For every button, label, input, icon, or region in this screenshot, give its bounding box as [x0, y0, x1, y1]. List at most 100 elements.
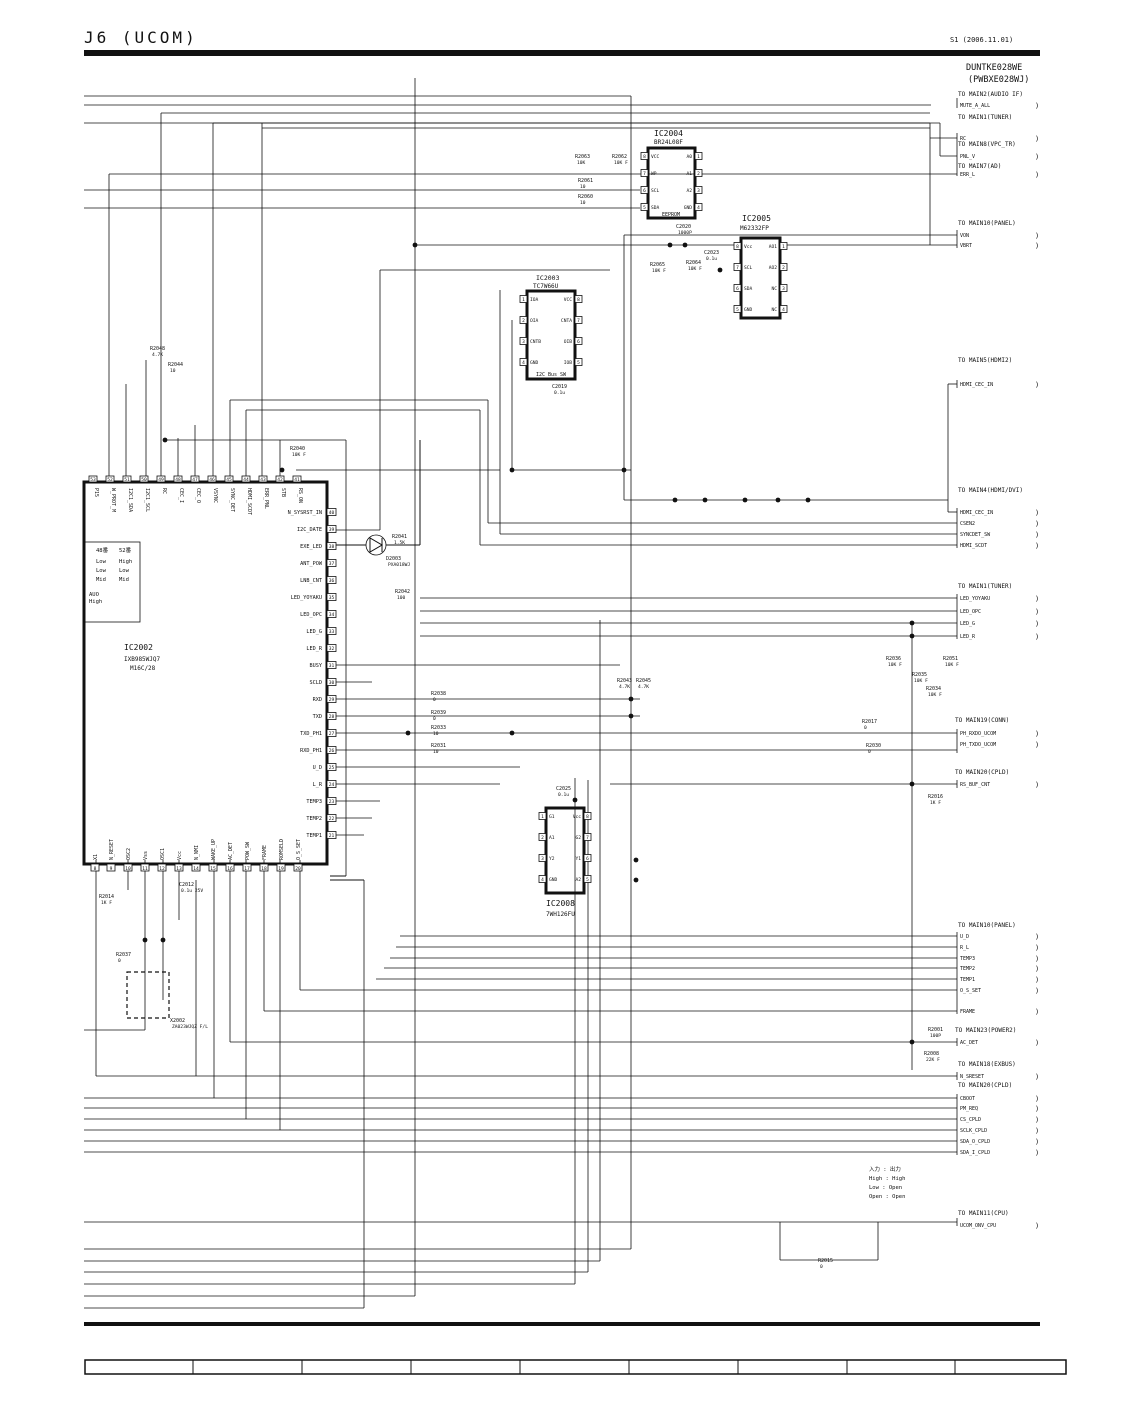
pin-name: Vcc — [177, 851, 183, 860]
pin-name: LED_YOYAKU — [291, 595, 322, 601]
component-value: 0.1u 25V — [181, 888, 203, 894]
pin-number: 1 — [522, 297, 525, 303]
ic2004-right-pin — [694, 186, 703, 194]
pin-number: 41 — [294, 477, 300, 483]
component-ref: R2030 — [866, 743, 881, 749]
pin-number: 3 — [697, 188, 700, 194]
connector-terminal: ) — [1035, 509, 1039, 517]
pin-number: 24 — [329, 782, 335, 788]
ic2008-right-pin — [583, 854, 592, 862]
component-ref: R2040 — [290, 446, 305, 452]
pin-number: 2 — [782, 265, 785, 271]
ic2002-right-pin — [326, 525, 337, 533]
pin-name: OIB — [564, 339, 573, 345]
ic2002-right-pin — [326, 678, 337, 686]
ic2002-right-pin — [326, 729, 337, 737]
component-value: 10 — [580, 184, 586, 190]
pin-number: 3 — [522, 339, 525, 345]
connector-signal: O_S_SET — [960, 988, 981, 994]
ic2002-bottom-pin — [174, 863, 184, 872]
connector-signal: FRAME — [960, 1009, 975, 1015]
connector-terminal: ) — [1035, 171, 1039, 179]
component-ref: R2051 — [943, 656, 958, 662]
mode-table-cell: Mid — [119, 577, 129, 583]
ic2002-right-pin — [326, 644, 337, 652]
connector-terminal: ) — [1035, 542, 1039, 550]
connector-signal: LED_G — [960, 621, 975, 627]
pin-name: SCL — [744, 265, 753, 271]
component-value: 10 — [433, 731, 439, 737]
connector-signal: HDMI_CEC_IN — [960, 382, 993, 388]
pin-name: GND — [684, 205, 693, 211]
ic2002-top-pin — [105, 475, 115, 483]
ic2008-left-pin — [538, 875, 547, 883]
ic2002-right-pin — [326, 814, 337, 822]
ic2002-right-pin — [326, 576, 337, 584]
ic2008-right-pin — [583, 875, 592, 883]
pin-number: 53 — [90, 477, 96, 483]
pin-number: 38 — [329, 544, 335, 550]
pin-name: AO1 — [769, 244, 778, 250]
connector-signal: MUTE_A_ALL — [960, 103, 990, 109]
ic2005-right-pin — [779, 305, 788, 313]
pin-number: 8 — [586, 814, 589, 820]
ic2002-top-pin — [139, 475, 149, 483]
ic2002-right-pin — [326, 763, 337, 771]
pin-name: TEMP2 — [306, 816, 322, 822]
ic2002-bottom-pin — [123, 863, 133, 872]
connector-signal: VON — [960, 233, 969, 239]
pin-name: N_SYSRST_IN — [288, 510, 322, 516]
mode-table-header: 52番 — [119, 547, 132, 554]
pin-name: Vcc — [573, 814, 582, 820]
connector-terminal: ) — [1035, 730, 1039, 738]
connector-signal: LED_OPC — [960, 609, 981, 615]
pin-number: 43 — [260, 477, 266, 483]
ic2005-part: M62332FP — [740, 225, 769, 232]
pin-name: SDA — [651, 205, 660, 211]
connector-signal: SYNCDET_SW — [960, 532, 991, 538]
component-ref: C2023 — [704, 250, 719, 256]
ic2005-left-pin — [733, 284, 742, 292]
pin-number: 29 — [329, 697, 335, 703]
ic2003-right-pin — [574, 358, 583, 366]
horizontal-nets — [84, 112, 957, 1261]
connector-terminal: ) — [1035, 944, 1039, 952]
ic2008-left-pin — [538, 812, 547, 820]
pin-name: SYNC_DET — [229, 488, 235, 512]
pin-number: 6 — [643, 188, 646, 194]
connector-terminal: ) — [1035, 1008, 1039, 1016]
component-ref: R2035 — [912, 672, 927, 678]
connector-terminal: ) — [1035, 987, 1039, 995]
connector-signal: CSEN2 — [960, 521, 975, 527]
pin-number: 16 — [227, 866, 233, 872]
pin-number: 19 — [278, 866, 284, 872]
connector-signal: PH_TXDO_UCOM — [960, 742, 996, 748]
connector-signal: N_SRESET — [960, 1074, 984, 1080]
pin-number: 30 — [329, 680, 335, 686]
ic2002-bottom-pin — [140, 863, 150, 872]
ic2004-left-pin — [640, 169, 649, 177]
pin-name: W_PROT_M — [110, 488, 116, 512]
revision-label: S1 (2006.11.01) — [950, 36, 1014, 44]
ic2002-body — [82, 480, 329, 866]
pin-name: NC — [771, 307, 777, 313]
pin-name: A2 — [575, 877, 581, 883]
component-ref: R2048 — [150, 346, 165, 352]
pin-name: TEMP1 — [306, 833, 322, 839]
pin-number: 2 — [522, 318, 525, 324]
component-ref: R2065 — [650, 262, 665, 268]
pin-number: 45 — [226, 477, 232, 483]
connector-terminal: ) — [1035, 741, 1039, 749]
incoming-bus — [84, 95, 957, 1309]
pin-number: 8 — [643, 154, 646, 160]
connector-signal: RC — [960, 136, 966, 142]
ic2002-right-pin — [326, 746, 337, 754]
ic2005-right-pin — [779, 242, 788, 250]
pin-number: 47 — [192, 477, 198, 483]
ic2003-function: I2C Bus SW — [536, 372, 567, 378]
mode-table-cell: Low — [119, 568, 130, 574]
pin-number: 46 — [209, 477, 215, 483]
ic2005-body — [739, 236, 782, 320]
component-ref: R2038 — [431, 691, 446, 697]
connector-terminal: ) — [1035, 153, 1039, 161]
